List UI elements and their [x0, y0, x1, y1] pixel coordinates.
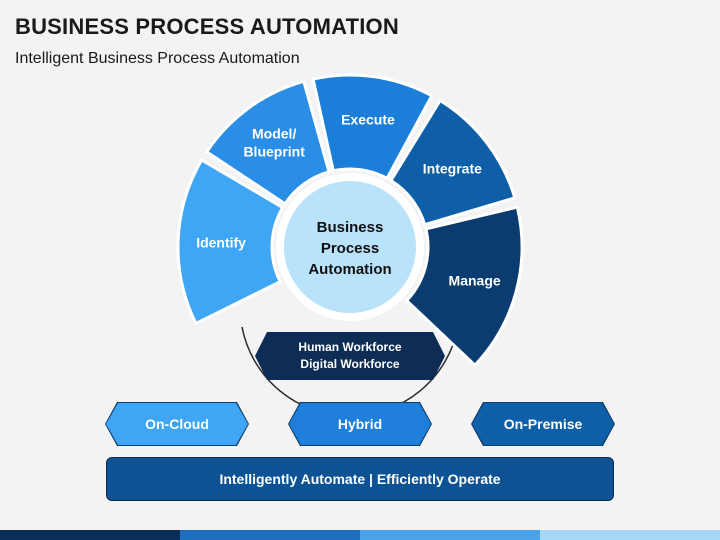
segment-identify: [176, 157, 285, 326]
segment-manage-label-line1: Manage: [449, 272, 501, 288]
segment-identify-label-line1: Identify: [196, 234, 246, 250]
segment-model-blueprint: [204, 79, 331, 206]
segment-integrate-label-line1: Integrate: [423, 160, 482, 176]
segment-execute: [311, 73, 434, 181]
hub-circle: [284, 181, 416, 313]
segment-model-blueprint-label-line1: Model/: [252, 126, 296, 142]
segment-execute-label-line1: Execute: [341, 111, 395, 127]
hub-label-line1: Business: [317, 219, 384, 236]
deployment-on-premise: On-Premise: [472, 403, 614, 445]
hub-label-line3: Automation: [308, 261, 391, 278]
workforce-banner: [255, 332, 445, 380]
hub-label-line2: Process: [321, 240, 379, 257]
deployment-hybrid: Hybrid: [289, 403, 431, 445]
workforce-line1: Human Workforce: [298, 340, 401, 354]
process-cycle: Identify Model/Blueprint ExecuteIntegrateM…: [176, 73, 524, 368]
workforce-line2: Digital Workforce: [300, 357, 399, 371]
footer-banner: Intelligently Automate | Efficiently Ope…: [106, 457, 614, 501]
deployment-on-cloud: On-Cloud: [106, 403, 248, 445]
page-title: BUSINESS PROCESS AUTOMATION: [15, 14, 399, 39]
bottom-accent-strip: [0, 530, 720, 540]
segment-integrate: [388, 98, 517, 227]
segment-model-blueprint-label-line2: Blueprint: [243, 144, 305, 160]
segment-manage: [404, 205, 524, 368]
page-subtitle: Intelligent Business Process Automation: [15, 50, 300, 67]
